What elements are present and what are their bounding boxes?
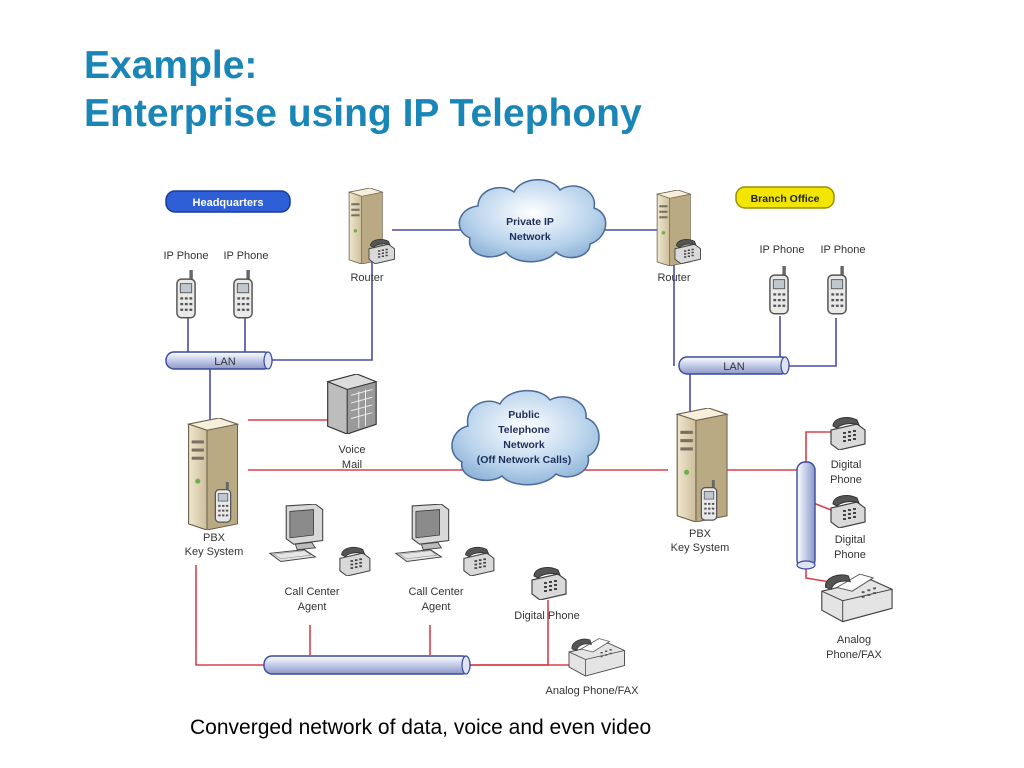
hq-lan-pipe: LAN xyxy=(165,351,273,370)
public-network-label-3: Network xyxy=(503,439,545,451)
hq-router: Router xyxy=(348,188,395,284)
private-ip-network-cloud: Private IP Network xyxy=(458,179,607,263)
headquarters-label: Headquarters xyxy=(193,197,264,209)
hq-digital-phone-label: Digital Phone xyxy=(514,610,579,622)
call-center-agent-1-label-2: Agent xyxy=(298,601,327,613)
public-network-label-4: (Off Network Calls) xyxy=(477,454,572,466)
branch-router: Router xyxy=(656,190,701,284)
branch-office-badge: Branch Office xyxy=(735,186,835,209)
call-center-agent-2-label-2: Agent xyxy=(422,601,451,613)
branch-router-label: Router xyxy=(657,272,690,284)
branch-office-label: Branch Office xyxy=(751,193,820,205)
hq-ip-phone-1: IP Phone xyxy=(163,250,209,319)
public-network-label-2: Telephone xyxy=(498,424,550,436)
branch-analog-fax-label-1: Analog xyxy=(837,634,871,646)
branch-ip-phone-1: IP Phone xyxy=(759,244,805,315)
branch-analog-fax: Analog Phone/FAX xyxy=(821,573,893,661)
hq-pbx-label-2: Key System xyxy=(185,546,244,558)
public-telephone-network-cloud: Public Telephone Network (Off Network Ca… xyxy=(451,389,600,486)
branch-digital-phone-1: Digital Phone xyxy=(830,416,866,486)
branch-lan-pipe: LAN xyxy=(678,356,790,375)
call-center-agent-1-label-1: Call Center xyxy=(284,586,339,598)
private-network-label-1: Private IP xyxy=(506,216,554,228)
slide-title-line-2: Enterprise using IP Telephony xyxy=(84,92,642,135)
hq-router-label: Router xyxy=(350,272,383,284)
branch-analog-fax-label-2: Phone/FAX xyxy=(826,649,882,661)
hq-analog-fax-label: Analog Phone/FAX xyxy=(546,685,640,697)
hq-pbx-label-1: PBX xyxy=(203,532,226,544)
voice-mail: Voice Mail xyxy=(327,374,377,471)
branch-ip-phone-2-label: IP Phone xyxy=(820,244,865,256)
branch-pbx: PBX Key System xyxy=(671,408,730,554)
slide-caption: Converged network of data, voice and eve… xyxy=(190,716,652,739)
branch-pbx-label-1: PBX xyxy=(689,528,712,540)
branch-phone-trunk xyxy=(796,461,816,570)
slide-title-line-1: Example: xyxy=(84,44,258,87)
headquarters-badge: Headquarters xyxy=(165,190,291,213)
branch-digital-phone-1-label-2: Phone xyxy=(830,474,862,486)
call-center-agent-2-label-1: Call Center xyxy=(408,586,463,598)
voice-mail-label-1: Voice xyxy=(339,444,366,456)
branch-digital-phone-2: Digital Phone xyxy=(830,494,866,561)
hq-digital-phone: Digital Phone xyxy=(514,566,580,622)
branch-ip-phone-1-label: IP Phone xyxy=(759,244,804,256)
private-network-label-2: Network xyxy=(509,231,551,243)
public-network-label-1: Public xyxy=(508,409,540,421)
call-center-agent-2: Call Center Agent xyxy=(395,504,495,613)
hq-ip-phone-2: IP Phone xyxy=(223,250,269,319)
branch-lan-label: LAN xyxy=(723,361,744,373)
hq-pbx: PBX Key System xyxy=(185,418,244,558)
hq-analog-fax: Analog Phone/FAX xyxy=(546,638,640,697)
branch-digital-phone-2-label-1: Digital xyxy=(835,534,866,546)
hq-phone-trunk xyxy=(263,655,471,675)
branch-ip-phone-2: IP Phone xyxy=(820,244,866,315)
branch-pbx-label-2: Key System xyxy=(671,542,730,554)
voice-mail-label-2: Mail xyxy=(342,459,362,471)
hq-lan-label: LAN xyxy=(214,356,235,368)
hq-ip-phone-2-label: IP Phone xyxy=(223,250,268,262)
branch-digital-phone-1-label-1: Digital xyxy=(831,459,862,471)
call-center-agent-1: Call Center Agent xyxy=(269,504,371,613)
hq-ip-phone-1-label: IP Phone xyxy=(163,250,208,262)
branch-digital-phone-2-label-2: Phone xyxy=(834,549,866,561)
